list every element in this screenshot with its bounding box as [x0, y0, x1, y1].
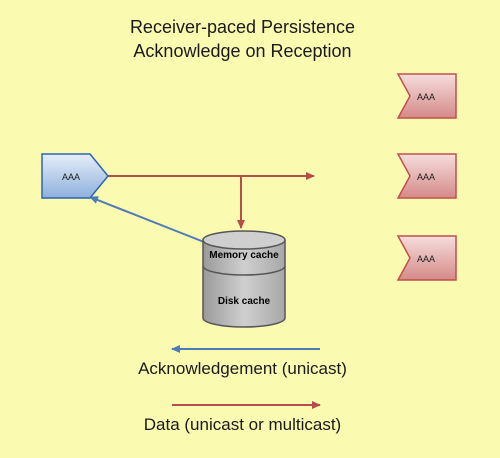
receiver-node-3: AAA: [396, 235, 457, 281]
receiver-node-1: AAA: [396, 73, 457, 119]
sender-label: AAA: [62, 172, 80, 182]
receiver-label-3: AAA: [417, 254, 435, 264]
sender-node: AAA: [41, 153, 109, 199]
receiver-node-2: AAA: [396, 153, 457, 199]
memory-cache-label: Memory cache: [209, 250, 279, 261]
ack-arrow-store-to-sender: [89, 196, 205, 243]
legend-ack-label: Acknowledgement (unicast): [138, 359, 347, 378]
receiver-label-2: AAA: [417, 172, 435, 182]
persistence-store-cylinder: Memory cache Disk cache: [202, 230, 286, 328]
receiver-label-1: AAA: [417, 92, 435, 102]
disk-cache-label: Disk cache: [218, 296, 271, 307]
title-line-2: Acknowledge on Reception: [133, 41, 352, 61]
legend-data-label: Data (unicast or multicast): [143, 415, 342, 434]
title-line-1: Receiver-paced Persistence: [129, 17, 356, 37]
